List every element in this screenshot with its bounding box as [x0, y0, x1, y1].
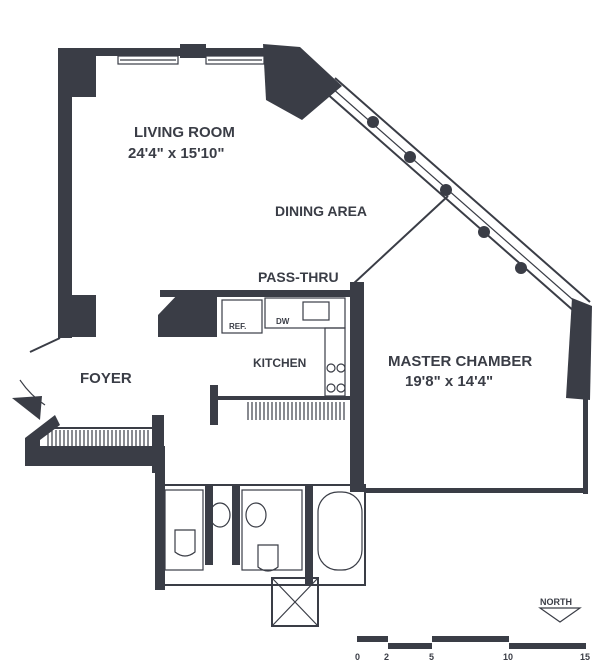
kitchen-walls: [158, 290, 355, 425]
foyer-walls: [25, 415, 165, 590]
entry-door: [12, 337, 61, 420]
sink: [302, 301, 330, 321]
refrigerator: [221, 299, 263, 334]
bedroom-west-wall: [350, 282, 364, 492]
living-room-label: LIVING ROOM: [134, 124, 235, 141]
scale-tick: 10: [503, 652, 513, 662]
refrigerator-label: REF.: [229, 322, 246, 331]
scale-tick: 0: [355, 652, 360, 662]
dining-partition: [351, 195, 449, 286]
living-room-walls: [58, 44, 268, 338]
scale-tick: 5: [429, 652, 434, 662]
top-windows: [117, 55, 265, 65]
bedroom-south-wall: [365, 488, 588, 493]
kitchen-label: KITCHEN: [253, 356, 306, 370]
dishwasher-label: DW: [276, 317, 290, 326]
master-chamber-size: 19'8" x 14'4": [405, 373, 493, 390]
foyer-label: FOYER: [80, 370, 132, 387]
diagonal-window-wall: [324, 77, 591, 313]
scale-tick: 15: [580, 652, 590, 662]
bedroom-column: [566, 298, 592, 400]
living-room-size: 24'4" x 15'10": [128, 145, 224, 162]
bedroom-east-wall: [583, 398, 588, 494]
bathroom: [161, 484, 366, 627]
closet-hatch: [247, 402, 345, 420]
dining-area-label: DINING AREA: [275, 203, 367, 219]
north-label: NORTH: [540, 597, 572, 607]
scale-tick: 2: [384, 652, 389, 662]
master-chamber-label: MASTER CHAMBER: [388, 353, 532, 370]
foyer-hatch: [47, 430, 149, 446]
pass-thru-label: PASS-THRU: [258, 269, 339, 285]
north-arrow: NORTH: [538, 597, 582, 623]
scale-bar: 0 2 5 10 15: [355, 636, 590, 662]
corner-column: [263, 44, 342, 120]
